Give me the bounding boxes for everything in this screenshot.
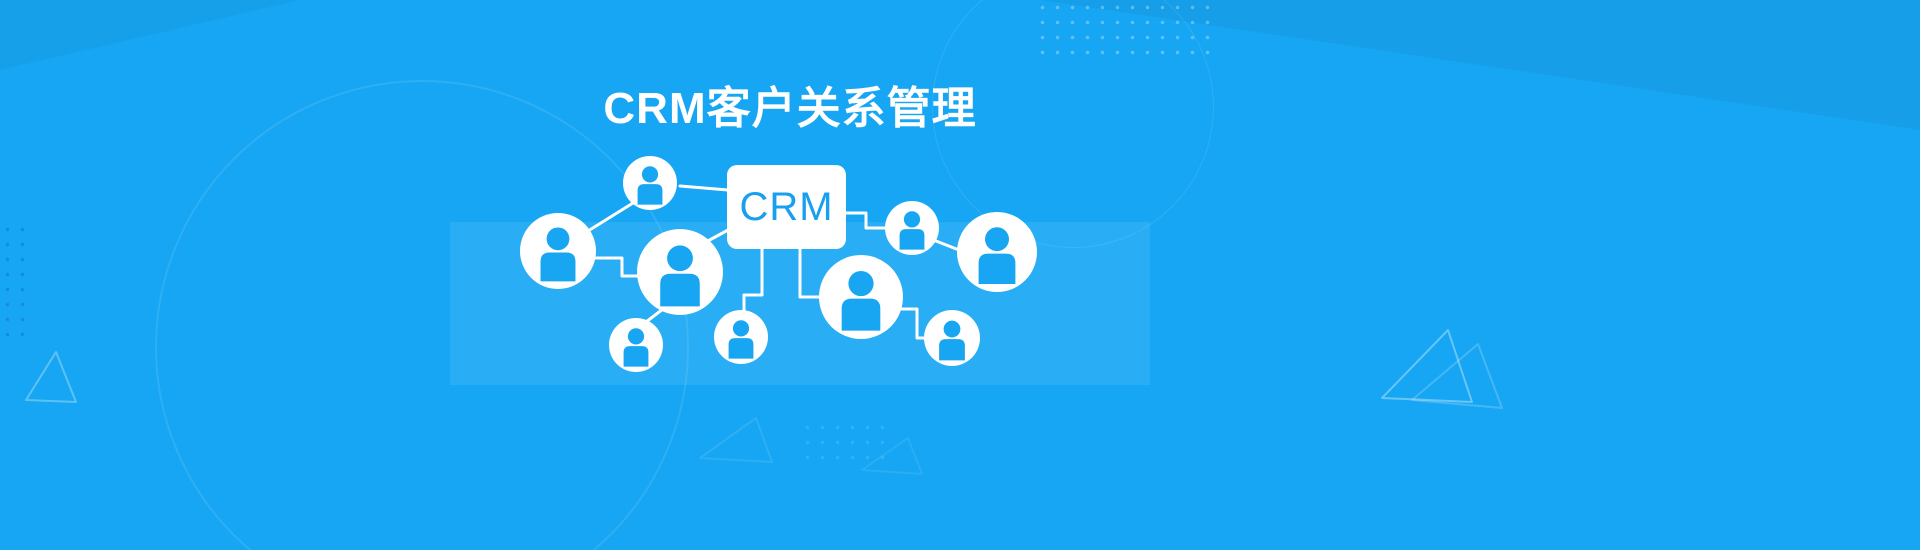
person-node [714,310,768,364]
person-nodes [520,156,1037,372]
connector-line [843,211,889,230]
person-node [924,310,980,366]
dot-pattern-left [0,222,36,342]
triangle-outline [1411,343,1503,409]
connector-line [742,246,764,314]
connector-line [594,256,642,278]
dot-pattern-top-right [1035,0,1215,64]
connector-line [934,239,961,252]
person-node [637,229,723,315]
person-node [520,213,596,289]
connector-line [899,307,928,340]
connector-line [678,184,730,192]
connector-line [704,228,730,244]
person-node [885,201,939,255]
crm-hub-box: CRM [727,165,846,249]
crm-hub-label: CRM [739,184,834,229]
connector-line [798,246,823,299]
dot-pattern-bottom [800,420,890,470]
banner-title: CRM客户关系管理 [603,84,977,133]
person-node [623,156,677,210]
connector-lines [586,184,961,340]
person-node [609,318,663,372]
person-node [957,212,1037,292]
connector-line [644,307,665,324]
connector-line [586,201,635,233]
triangle-outline [699,417,773,463]
triangle-outline [861,437,923,475]
triangle-outline [1381,329,1473,403]
triangle-outline [25,351,77,403]
person-node [819,255,903,339]
